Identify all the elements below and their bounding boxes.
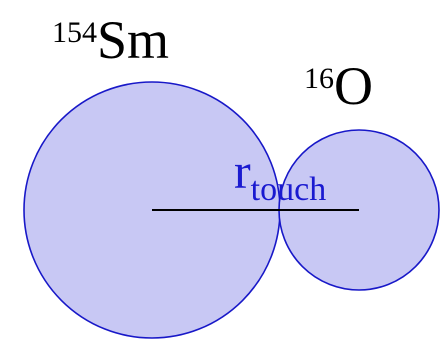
o-symbol: O — [334, 56, 373, 116]
sm-label: 154Sm — [52, 10, 169, 70]
r-touch-base: r — [234, 143, 251, 199]
o-label: 16O — [304, 56, 373, 116]
sm-mass-number: 154 — [52, 16, 97, 49]
o-mass-number: 16 — [304, 62, 334, 95]
r-touch-subscript: touch — [251, 171, 327, 208]
r-touch-label: rtouch — [234, 143, 326, 208]
sm-symbol: Sm — [97, 10, 169, 70]
